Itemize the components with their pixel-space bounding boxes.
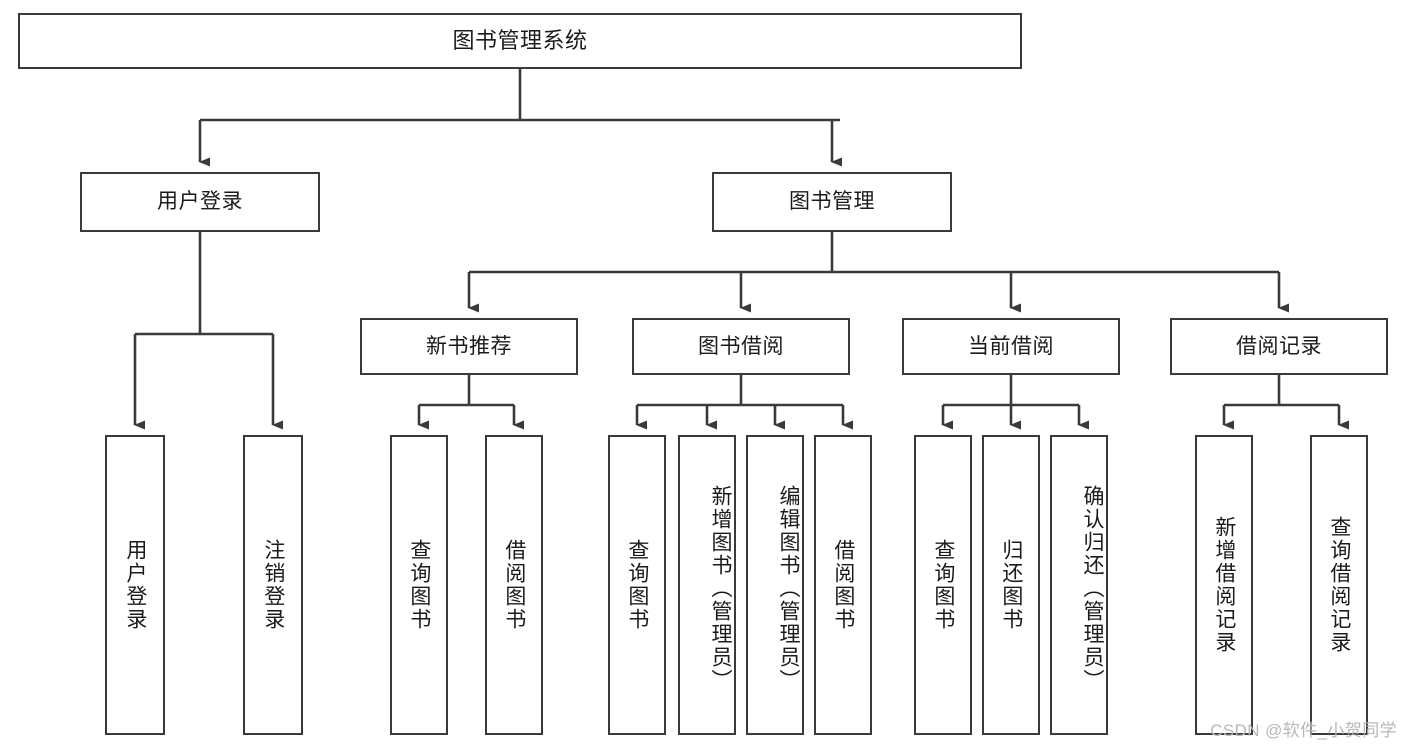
node-leaf-return-book[interactable]: 归还图书 (982, 435, 1040, 735)
node-leaf-logout[interactable]: 注销登录 (243, 435, 303, 735)
node-leaf-confirm-return-admin[interactable]: 确认归还（管理员） (1050, 435, 1108, 735)
node-book-manage[interactable]: 图书管理 (712, 172, 952, 232)
node-leaf-edit-book-admin[interactable]: 编辑图书（管理员） (746, 435, 804, 735)
node-leaf-borrow-book[interactable]: 借阅图书 (814, 435, 872, 735)
node-user-login[interactable]: 用户登录 (80, 172, 320, 232)
csdn-watermark: CSDN @软件_小贺同学 (1210, 721, 1397, 740)
node-leaf-query-book-current[interactable]: 查询图书 (914, 435, 972, 735)
node-leaf-user-login[interactable]: 用户登录 (105, 435, 165, 735)
node-leaf-add-borrow-record[interactable]: 新增借阅记录 (1195, 435, 1253, 735)
node-current-borrow[interactable]: 当前借阅 (902, 318, 1120, 375)
node-leaf-borrow-book-recommend[interactable]: 借阅图书 (485, 435, 543, 735)
node-leaf-query-book-borrow[interactable]: 查询图书 (608, 435, 666, 735)
node-leaf-query-book-recommend[interactable]: 查询图书 (390, 435, 448, 735)
node-leaf-add-book-admin[interactable]: 新增图书（管理员） (678, 435, 736, 735)
node-borrow-record[interactable]: 借阅记录 (1170, 318, 1388, 375)
node-new-book-recommend[interactable]: 新书推荐 (360, 318, 578, 375)
node-book-borrow[interactable]: 图书借阅 (632, 318, 850, 375)
node-leaf-query-borrow-record[interactable]: 查询借阅记录 (1310, 435, 1368, 735)
node-root-system[interactable]: 图书管理系统 (18, 13, 1022, 69)
